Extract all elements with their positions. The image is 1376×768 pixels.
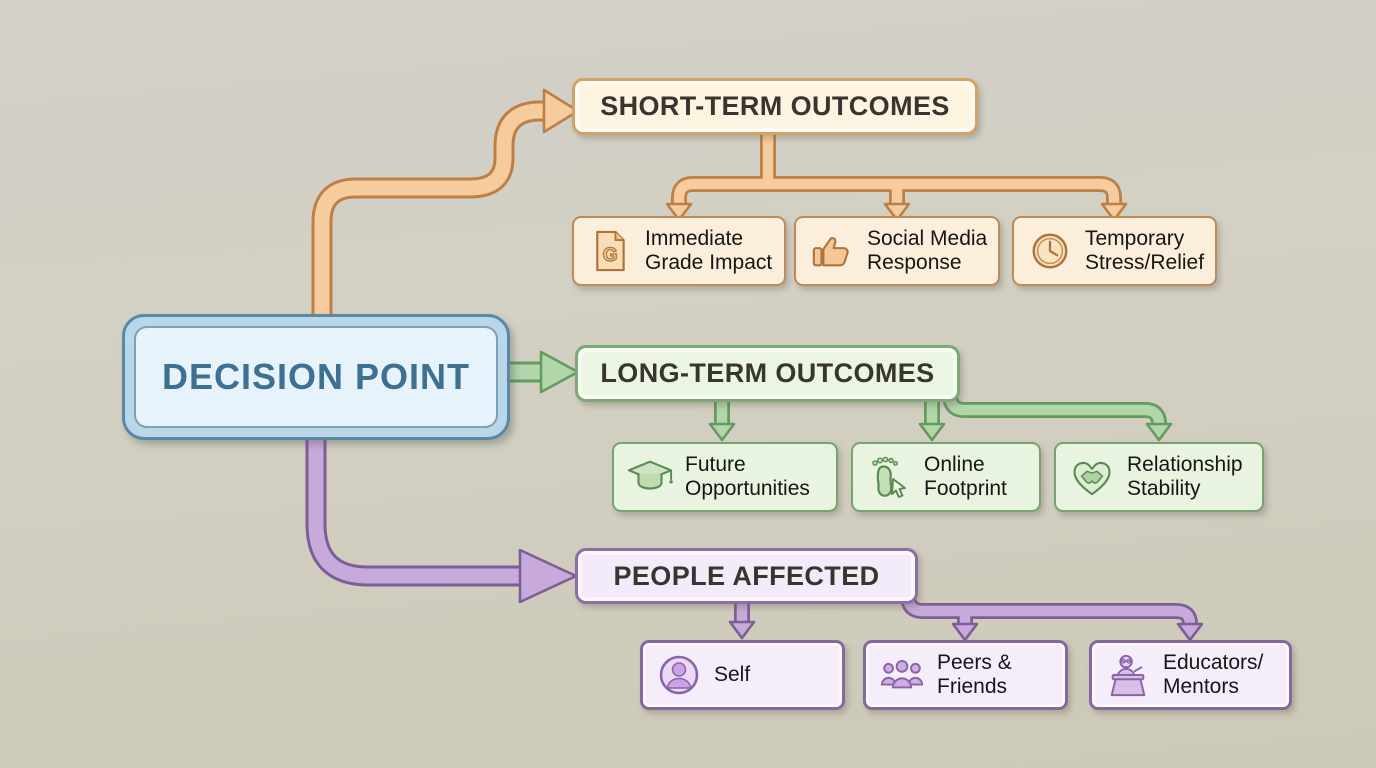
clock-icon — [1027, 230, 1073, 272]
heart-handshake-icon — [1069, 456, 1115, 498]
footprint-cursor-icon — [866, 453, 912, 501]
node-immediate-grade-impact: G Immediate Grade Impact — [572, 216, 786, 286]
branch-header-long-term: LONG-TERM OUTCOMES — [575, 345, 960, 402]
group-icon — [879, 655, 925, 695]
decision-point-label: DECISION POINT — [134, 326, 498, 428]
short-term-header-label: SHORT-TERM OUTCOMES — [600, 91, 950, 121]
node-educators-mentors: Educators/ Mentors — [1089, 640, 1292, 710]
short-term-branch-arrow — [311, 88, 1128, 316]
branch-header-people-affected: PEOPLE AFFECTED — [575, 548, 918, 604]
node-relationship-stability: Relationship Stability — [1054, 442, 1264, 512]
node-self: Self — [640, 640, 845, 710]
long-term-header-label: LONG-TERM OUTCOMES — [600, 358, 935, 388]
decision-point-node: DECISION POINT — [122, 314, 510, 440]
node-label: Future Opportunities — [685, 452, 810, 500]
node-label: Immediate Grade Impact — [645, 226, 773, 274]
node-label: Temporary Stress/Relief — [1085, 226, 1205, 274]
people-branch-arrow — [305, 436, 1204, 642]
node-temporary-stress-relief: Temporary Stress/Relief — [1012, 216, 1217, 286]
grade-letter: G — [603, 245, 618, 266]
grade-document-icon: G — [587, 228, 633, 274]
thumbs-up-icon — [809, 230, 855, 272]
node-social-media-response: Social Media Response — [794, 216, 1000, 286]
educator-podium-icon — [1105, 652, 1151, 698]
node-label: Relationship Stability — [1127, 452, 1243, 500]
node-label: Educators/ Mentors — [1163, 650, 1264, 698]
graduation-cap-icon — [627, 455, 673, 499]
people-header-label: PEOPLE AFFECTED — [613, 560, 880, 591]
branch-header-short-term: SHORT-TERM OUTCOMES — [572, 78, 978, 135]
node-online-footprint: Online Footprint — [851, 442, 1041, 512]
node-label: Online Footprint — [924, 452, 1007, 500]
node-label: Self — [714, 662, 751, 686]
node-label: Social Media Response — [867, 226, 988, 274]
node-peers-friends: Peers & Friends — [863, 640, 1068, 710]
node-future-opportunities: Future Opportunities — [612, 442, 838, 512]
long-term-branch-arrow — [506, 350, 1173, 442]
node-label: Peers & Friends — [937, 650, 1012, 698]
person-icon — [656, 653, 702, 697]
